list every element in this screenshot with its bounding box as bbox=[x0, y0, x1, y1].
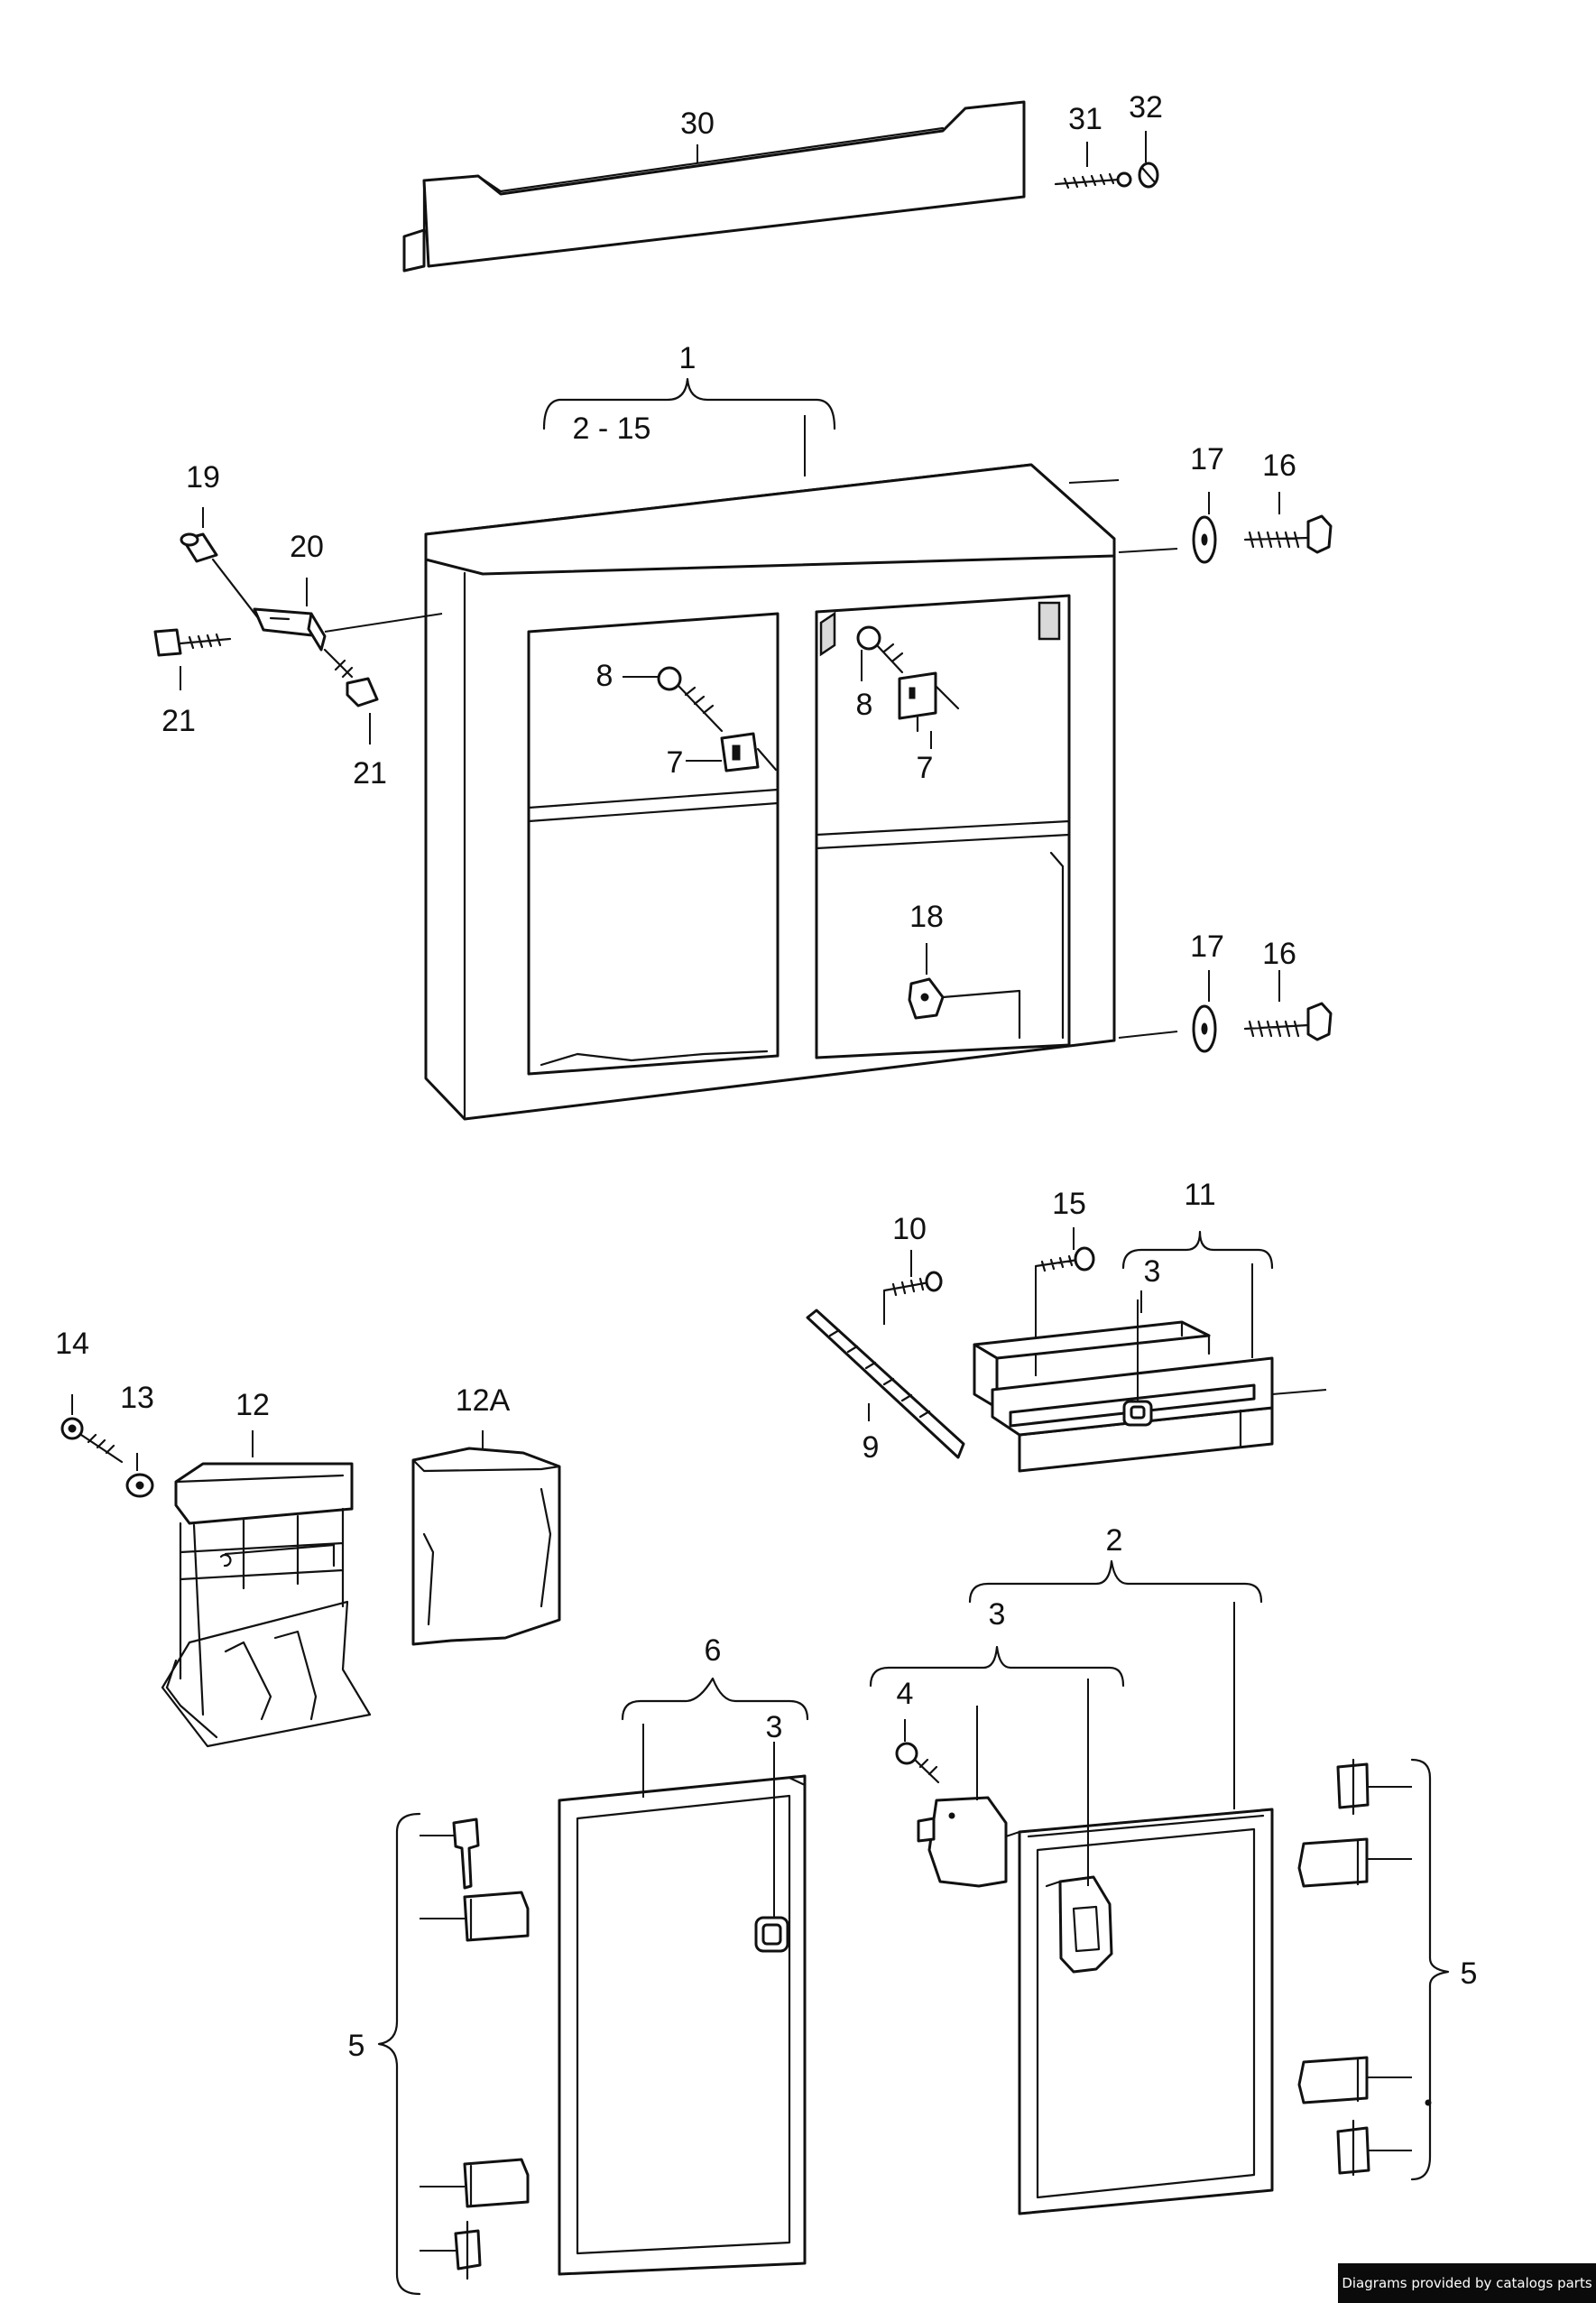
label-15: 15 bbox=[1052, 1187, 1086, 1221]
label-3a: 3 bbox=[1144, 1254, 1161, 1289]
part-20-bracket bbox=[253, 607, 327, 652]
label-5b: 5 bbox=[1461, 1956, 1478, 1991]
part-7-catch-left bbox=[720, 732, 778, 772]
part-17-washer-bottom bbox=[1192, 1004, 1217, 1053]
label-2: 2 bbox=[1106, 1523, 1123, 1558]
label-16b: 16 bbox=[1262, 937, 1296, 971]
part-12-rack bbox=[161, 1462, 372, 1748]
part-9-rail bbox=[806, 1309, 965, 1459]
part-19-pin bbox=[180, 532, 263, 624]
part-13-washer bbox=[125, 1473, 154, 1498]
part-15-screw bbox=[1034, 1246, 1095, 1376]
part-3-handle-insert bbox=[917, 1679, 1089, 1888]
part-8-screw-left bbox=[657, 666, 724, 733]
part-17-washer-top bbox=[1192, 515, 1217, 564]
label-32: 32 bbox=[1129, 90, 1163, 125]
label-7b: 7 bbox=[917, 751, 934, 785]
label-1: 1 bbox=[679, 341, 697, 375]
label-7a: 7 bbox=[667, 745, 684, 780]
part-30-trim-strip bbox=[402, 100, 1026, 273]
label-21a: 21 bbox=[161, 704, 196, 738]
label-3c: 3 bbox=[766, 1710, 783, 1744]
label-18: 18 bbox=[909, 900, 944, 934]
part-6-door-left bbox=[558, 1724, 807, 2276]
part-12A-liner bbox=[411, 1447, 561, 1646]
credit-badge: Diagrams provided by catalogs parts bbox=[1338, 2263, 1596, 2303]
label-6: 6 bbox=[705, 1633, 722, 1668]
part-14-screw bbox=[60, 1417, 124, 1464]
label-8a: 8 bbox=[596, 659, 613, 693]
label-2-15: 2 - 15 bbox=[573, 412, 651, 446]
label-20: 20 bbox=[290, 530, 324, 564]
part-16-bolt-top bbox=[1243, 514, 1333, 554]
label-8b: 8 bbox=[856, 688, 873, 722]
part-31-screw bbox=[1054, 171, 1132, 190]
label-12: 12 bbox=[235, 1388, 270, 1422]
part-18-knob bbox=[908, 977, 1021, 1040]
label-5a: 5 bbox=[348, 2029, 365, 2063]
label-21b: 21 bbox=[353, 756, 387, 791]
part-4-screw bbox=[895, 1742, 940, 1784]
part-32-cap bbox=[1138, 162, 1159, 189]
part-1-cabinet bbox=[424, 463, 1116, 1121]
label-31: 31 bbox=[1068, 102, 1102, 136]
part-8-screw-right bbox=[856, 625, 904, 674]
part-21-bolt-left bbox=[153, 628, 232, 657]
label-19: 19 bbox=[186, 460, 220, 495]
label-12A: 12A bbox=[456, 1383, 511, 1418]
label-16a: 16 bbox=[1262, 449, 1296, 483]
label-17a: 17 bbox=[1190, 442, 1224, 476]
part-5-hinges-left bbox=[420, 1817, 530, 2280]
label-3b: 3 bbox=[989, 1597, 1006, 1632]
part-21-bolt-right bbox=[323, 648, 379, 708]
label-4: 4 bbox=[897, 1677, 914, 1711]
label-17b: 17 bbox=[1190, 930, 1224, 964]
part-11-drawer bbox=[973, 1263, 1327, 1473]
label-30: 30 bbox=[680, 106, 715, 141]
label-10: 10 bbox=[892, 1212, 927, 1246]
part-5-hinges-right bbox=[1297, 1758, 1432, 2177]
part-16-bolt-bottom bbox=[1243, 1002, 1333, 1041]
label-9: 9 bbox=[863, 1430, 880, 1465]
label-13: 13 bbox=[120, 1381, 154, 1415]
label-14: 14 bbox=[55, 1327, 89, 1361]
part-10-screw bbox=[882, 1271, 943, 1325]
part-2-door-right bbox=[1018, 1602, 1274, 2215]
label-11: 11 bbox=[1184, 1178, 1215, 1212]
part-7-catch-right bbox=[898, 671, 960, 733]
